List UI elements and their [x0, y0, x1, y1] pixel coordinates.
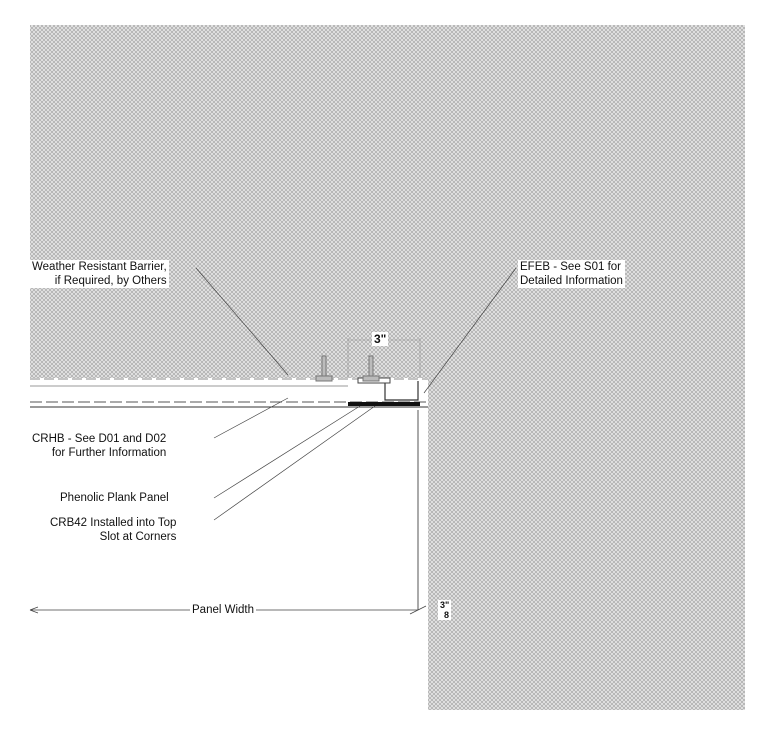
- efeb-label-line1: EFEB - See S01 for: [520, 261, 621, 273]
- crb42-strip: [348, 402, 420, 406]
- efeb-label-line2: Detailed Information: [520, 275, 623, 287]
- crb42-label: CRB42 Installed into Top Slot at Corners: [48, 516, 179, 544]
- screw-icon: [315, 355, 380, 382]
- dimension-3in: 3": [372, 332, 389, 346]
- wrb-label: Weather Resistant Barrier, if Required, …: [30, 260, 169, 288]
- efeb-channel: [384, 381, 419, 401]
- crhb-label-line1: CRHB - See D01 and D02: [32, 433, 167, 445]
- crhb-label-line2: for Further Information: [51, 447, 167, 459]
- wrb-label-line2: if Required, by Others: [54, 275, 167, 287]
- wrb-label-line1: Weather Resistant Barrier,: [32, 261, 167, 273]
- wall-substrate: [30, 25, 745, 710]
- efeb-label: EFEB - See S01 for Detailed Information: [518, 260, 625, 288]
- crhb-label: CRHB - See D01 and D02 for Further Infor…: [30, 432, 169, 460]
- gap-unit: ": [445, 600, 450, 610]
- phenolic-label: Phenolic Plank Panel: [58, 491, 171, 505]
- gap-denominator: 8: [444, 610, 450, 620]
- gap-numerator: 3: [440, 600, 446, 610]
- crb42-label-line2: Slot at Corners: [99, 531, 177, 543]
- dimension-panel-width: Panel Width: [190, 603, 257, 617]
- dimension-gap: 3" 8: [438, 600, 452, 620]
- crb42-label-line1: CRB42 Installed into Top: [50, 517, 177, 529]
